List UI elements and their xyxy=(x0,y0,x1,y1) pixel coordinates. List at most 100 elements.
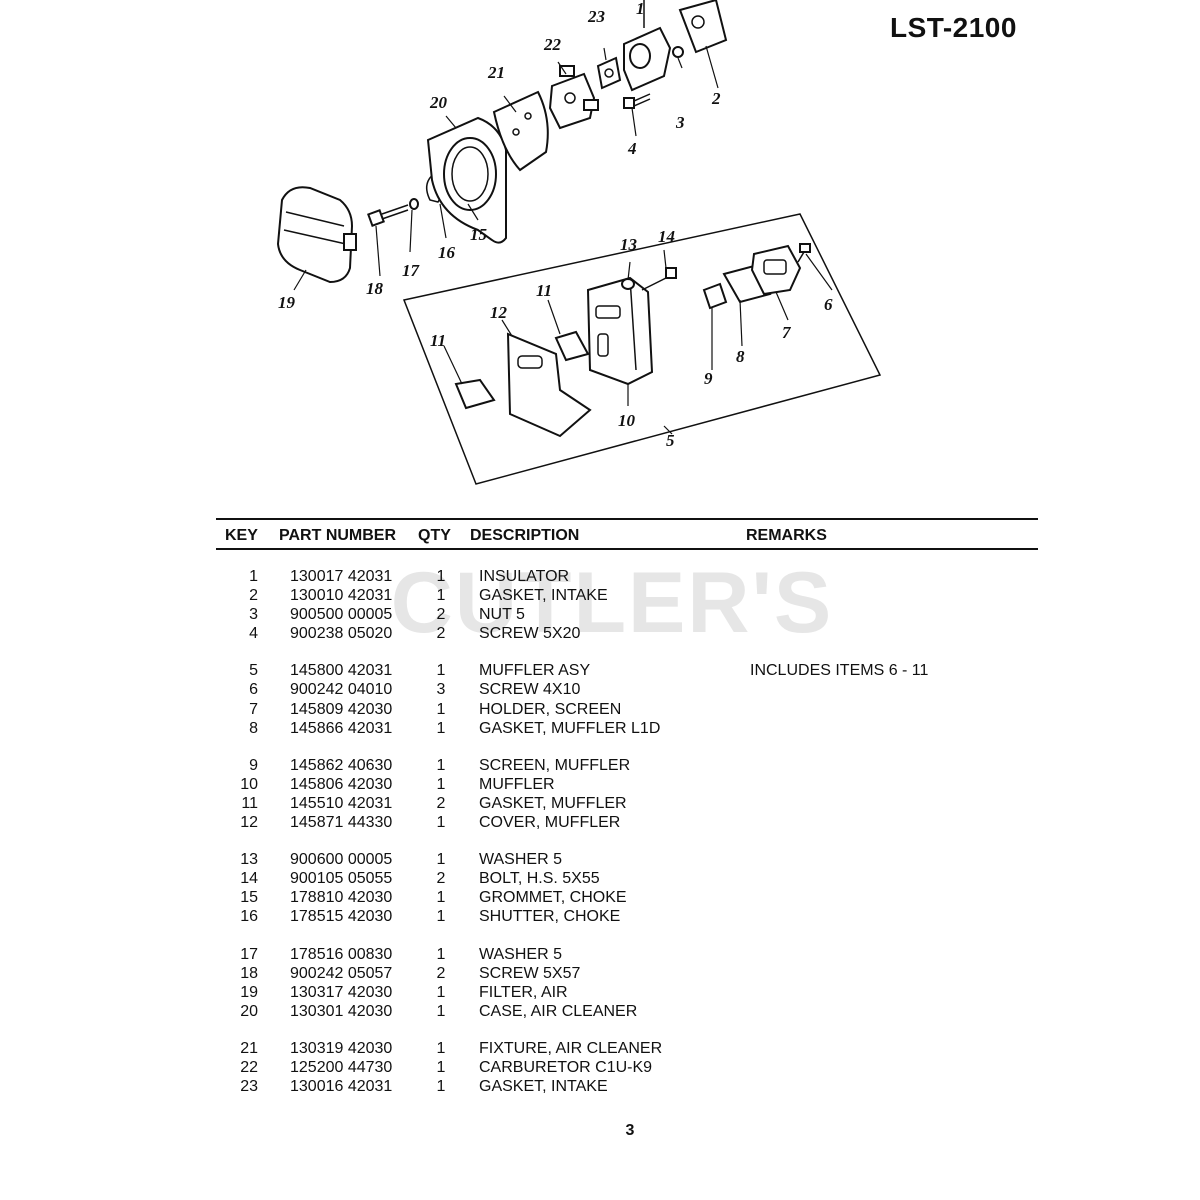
row-remarks: INCLUDES ITEMS 6 - 11 xyxy=(750,662,929,680)
exploded-parts-diagram: 1 2 3 4 5 6 7 8 9 10 11 11 12 13 14 15 1… xyxy=(276,0,882,485)
row-key: 4 xyxy=(249,625,258,643)
nut-drawing xyxy=(672,46,684,58)
row-part-number: 130016 42031 xyxy=(290,1078,393,1096)
table-row: 16 178515 42030 1 SHUTTER, CHOKE xyxy=(0,907,1200,926)
row-description: SCREEN, MUFFLER xyxy=(479,756,631,774)
table-top-rule xyxy=(216,518,1038,520)
row-key: 11 xyxy=(241,794,258,812)
callout-8: 8 xyxy=(736,347,745,366)
row-qty: 2 xyxy=(436,870,446,888)
row-key: 7 xyxy=(249,700,258,718)
row-part-number: 130017 42031 xyxy=(290,568,393,585)
callout-7: 7 xyxy=(782,323,792,342)
air-cleaner-case-drawing xyxy=(426,116,507,244)
table-header-rule xyxy=(216,548,1038,550)
row-description: GASKET, MUFFLER L1D xyxy=(479,719,661,737)
row-part-number: 178515 42030 xyxy=(290,908,393,926)
row-description: CASE, AIR CLEANER xyxy=(479,1002,638,1020)
carburetor-drawing xyxy=(548,65,599,130)
row-qty: 1 xyxy=(436,983,446,1001)
row-description: SHUTTER, CHOKE xyxy=(479,908,621,926)
air-filter-drawing xyxy=(276,186,357,284)
row-key: 15 xyxy=(240,889,258,907)
col-header-remarks: REMARKS xyxy=(746,527,827,544)
row-qty: 3 xyxy=(436,681,446,699)
muffler-screen-drawing xyxy=(702,282,728,310)
row-key: 20 xyxy=(240,1002,258,1020)
callout-11a: 11 xyxy=(430,331,446,350)
callout-14: 14 xyxy=(658,227,675,246)
row-part-number: 145809 42030 xyxy=(290,700,393,718)
row-key: 16 xyxy=(240,908,258,926)
leader-lines xyxy=(293,45,833,435)
row-qty: 1 xyxy=(436,851,446,869)
row-key: 22 xyxy=(240,1058,258,1076)
row-qty: 1 xyxy=(436,1058,446,1076)
row-part-number: 145871 44330 xyxy=(290,814,393,832)
row-part-number: 900242 05057 xyxy=(290,964,393,982)
muffler-gasket-11a-drawing xyxy=(454,378,496,410)
bolt-14-drawing xyxy=(641,267,677,291)
row-qty: 1 xyxy=(436,1002,446,1020)
row-part-number: 130319 42030 xyxy=(290,1039,393,1057)
row-description: MUFFLER xyxy=(479,775,555,793)
col-header-part-number: PART NUMBER xyxy=(279,527,397,544)
row-part-number: 178810 42030 xyxy=(290,889,393,907)
intake-gasket-2-drawing xyxy=(678,0,728,54)
row-description: CARBURETOR C1U-K9 xyxy=(479,1058,653,1076)
muffler-gasket-11b-drawing xyxy=(554,330,590,362)
row-key: 12 xyxy=(240,814,258,832)
callout-2: 2 xyxy=(711,89,721,108)
table-row: 7 145809 42030 1 HOLDER, SCREEN xyxy=(0,700,1200,719)
row-qty: 1 xyxy=(436,908,446,926)
callout-labels: 1 2 3 4 5 6 7 8 9 10 11 11 12 13 14 15 1… xyxy=(278,0,833,450)
washer-17-drawing xyxy=(409,198,419,210)
row-part-number: 145800 42031 xyxy=(290,662,393,680)
insulator-drawing xyxy=(623,0,672,92)
row-description: MUFFLER ASY xyxy=(479,662,591,680)
row-qty: 1 xyxy=(436,756,446,774)
row-qty: 1 xyxy=(436,662,446,680)
callout-1: 1 xyxy=(636,0,645,18)
row-part-number: 145510 42031 xyxy=(290,794,393,812)
muffler-assembly-outline xyxy=(402,213,882,485)
table-row: 20 130301 42030 1 CASE, AIR CLEANER xyxy=(0,1002,1200,1021)
row-description: NUT 5 xyxy=(479,606,525,624)
row-description: HOLDER, SCREEN xyxy=(479,700,622,718)
row-qty: 2 xyxy=(436,606,446,624)
row-key: 2 xyxy=(249,587,258,605)
row-qty: 1 xyxy=(436,1078,446,1096)
row-description: SCREW 4X10 xyxy=(479,681,581,699)
row-key: 9 xyxy=(249,756,258,774)
row-description: GROMMET, CHOKE xyxy=(479,889,627,907)
row-part-number: 145806 42030 xyxy=(290,775,393,793)
row-qty: 1 xyxy=(436,775,446,793)
row-key: 18 xyxy=(240,964,258,982)
row-part-number: 130301 42030 xyxy=(290,1002,393,1020)
callout-5: 5 xyxy=(666,431,675,450)
row-qty: 1 xyxy=(436,700,446,718)
model-title: LST-2100 xyxy=(890,12,1017,43)
screw-18-drawing xyxy=(367,204,409,227)
row-key: 6 xyxy=(249,681,258,699)
callout-19: 19 xyxy=(278,293,296,312)
row-qty: 1 xyxy=(436,719,446,737)
col-header-key: KEY xyxy=(225,527,258,544)
row-description: WASHER 5 xyxy=(479,945,562,963)
row-key: 14 xyxy=(240,870,258,888)
row-part-number: 130317 42030 xyxy=(290,983,393,1001)
muffler-cover-drawing xyxy=(506,332,592,438)
